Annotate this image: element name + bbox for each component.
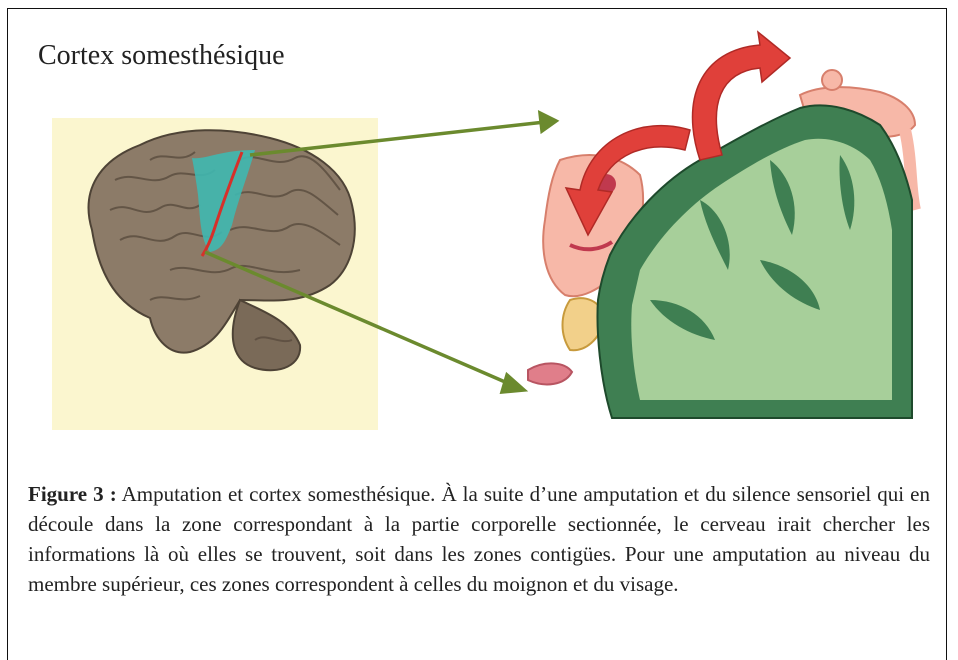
figure-caption: Figure 3 : Amputation et cortex somesthé… (28, 479, 930, 599)
cortex-cross-section-icon (598, 105, 912, 418)
brain-illustration-icon (89, 130, 355, 370)
figure-illustration (0, 0, 958, 470)
caption-label: Figure 3 : (28, 482, 117, 506)
caption-text: Amputation et cortex somesthésique. À la… (28, 482, 930, 596)
